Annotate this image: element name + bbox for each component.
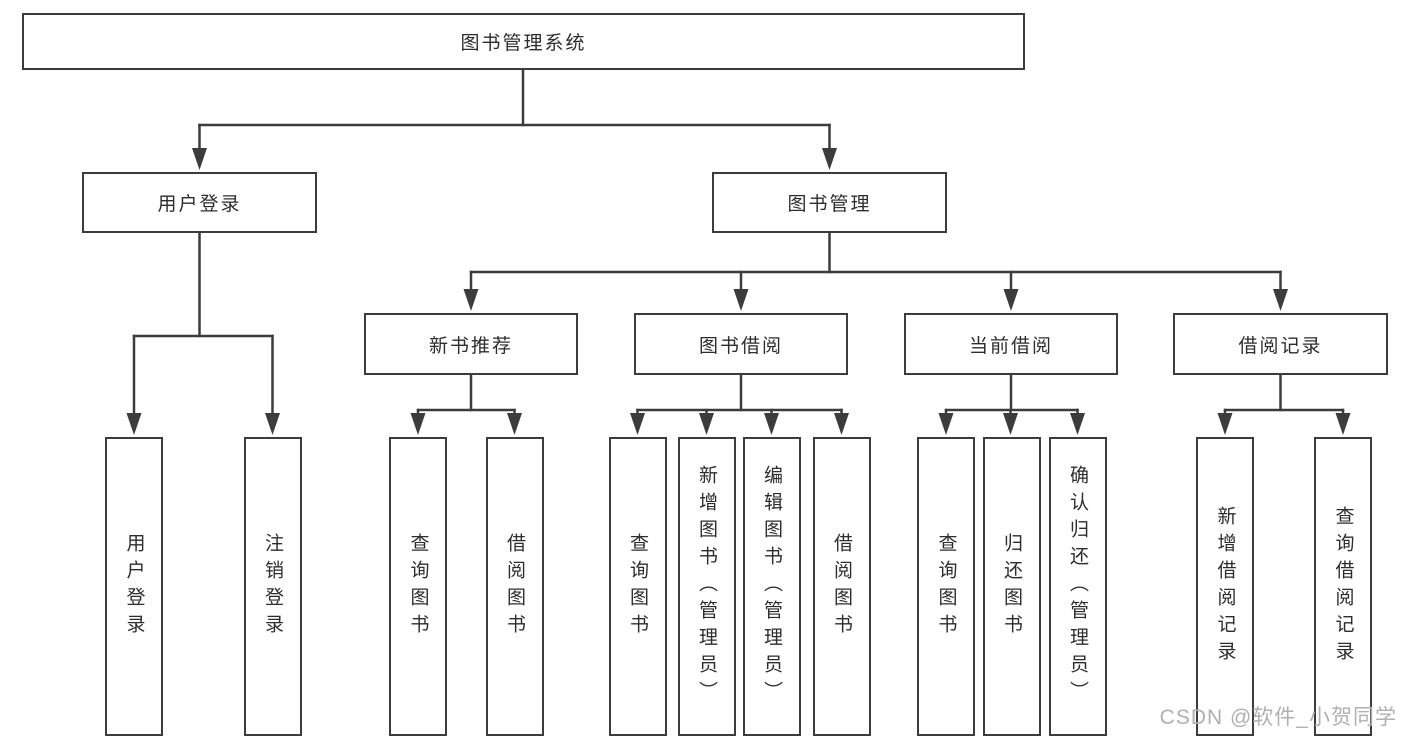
arrowheads-new-book-branch (410, 413, 522, 435)
leaf-borrow-books-recommend: 借阅图书 (485, 437, 544, 736)
connector-new-book-branch (416, 373, 516, 419)
connector-user-login-branch (132, 231, 274, 419)
leaf-query-borrow-record: 查询借阅记录 (1314, 437, 1372, 736)
leaf-query-books-borrow: 查询图书 (608, 437, 667, 736)
leaf-return-books: 归还图书 (982, 437, 1041, 736)
node-new-book-recommend: 新书推荐 (364, 313, 578, 375)
node-current-borrow: 当前借阅 (904, 313, 1118, 375)
leaf-add-borrow-record: 新增借阅记录 (1196, 437, 1254, 736)
watermark-text: CSDN @软件_小贺同学 (1159, 706, 1397, 729)
arrowheads-borrow-record-branch (1217, 413, 1351, 435)
leaf-confirm-return-admin: 确认归还（管理员） (1048, 437, 1107, 736)
connector-book-management-branch (469, 231, 1282, 295)
leaf-label: 查询借阅记录 (1332, 505, 1354, 668)
leaf-label: 新增图书（管理员） (696, 465, 717, 708)
leaf-query-books-current: 查询图书 (917, 437, 975, 736)
leaf-edit-book-admin: 编辑图书（管理员） (742, 437, 801, 736)
leaf-borrow-books: 借阅图书 (812, 437, 871, 736)
leaf-label: 注销登录 (262, 532, 283, 641)
node-label: 新书推荐 (428, 335, 513, 357)
leaf-logout: 注销登录 (243, 437, 302, 736)
node-borrow-records: 借阅记录 (1173, 313, 1388, 375)
node-label: 图书借阅 (698, 335, 783, 357)
leaf-label: 归还图书 (1001, 532, 1022, 641)
node-library-management-system: 图书管理系统 (22, 13, 1025, 70)
connector-borrow-record-branch (1223, 373, 1345, 419)
leaf-label: 编辑图书（管理员） (761, 465, 782, 708)
leaf-label: 查询图书 (627, 532, 648, 641)
arrowheads-current-borrow-branch (938, 413, 1085, 435)
connector-current-borrow-branch (944, 373, 1079, 419)
leaf-label: 确认归还（管理员） (1067, 465, 1088, 708)
node-label: 用户登录 (157, 194, 242, 215)
arrowheads-book-borrow-branch (630, 413, 849, 435)
node-user-login: 用户登录 (82, 172, 317, 233)
leaf-label: 借阅图书 (831, 532, 852, 641)
node-label: 图书管理 (787, 194, 872, 215)
arrowheads-user-login-branch (126, 413, 280, 435)
node-book-borrow: 图书借阅 (634, 313, 848, 375)
node-book-management: 图书管理 (712, 172, 947, 233)
leaf-label: 查询图书 (935, 532, 957, 641)
connector-root-to-level2 (198, 68, 831, 154)
leaf-user-login: 用户登录 (105, 437, 163, 736)
arrowheads-level3 (463, 289, 1288, 311)
leaf-label: 查询图书 (407, 532, 429, 641)
leaf-label: 借阅图书 (504, 532, 525, 641)
leaf-label: 用户登录 (123, 532, 145, 641)
connector-book-borrow-branch (636, 373, 843, 419)
leaf-add-book-admin: 新增图书（管理员） (677, 437, 736, 736)
node-label: 当前借阅 (968, 335, 1053, 357)
node-label: 图书管理系统 (460, 33, 587, 54)
leaf-query-books-recommend: 查询图书 (389, 437, 447, 736)
leaf-label: 新增借阅记录 (1214, 505, 1236, 668)
node-label: 借阅记录 (1238, 335, 1323, 357)
arrowheads-level2 (192, 148, 837, 170)
